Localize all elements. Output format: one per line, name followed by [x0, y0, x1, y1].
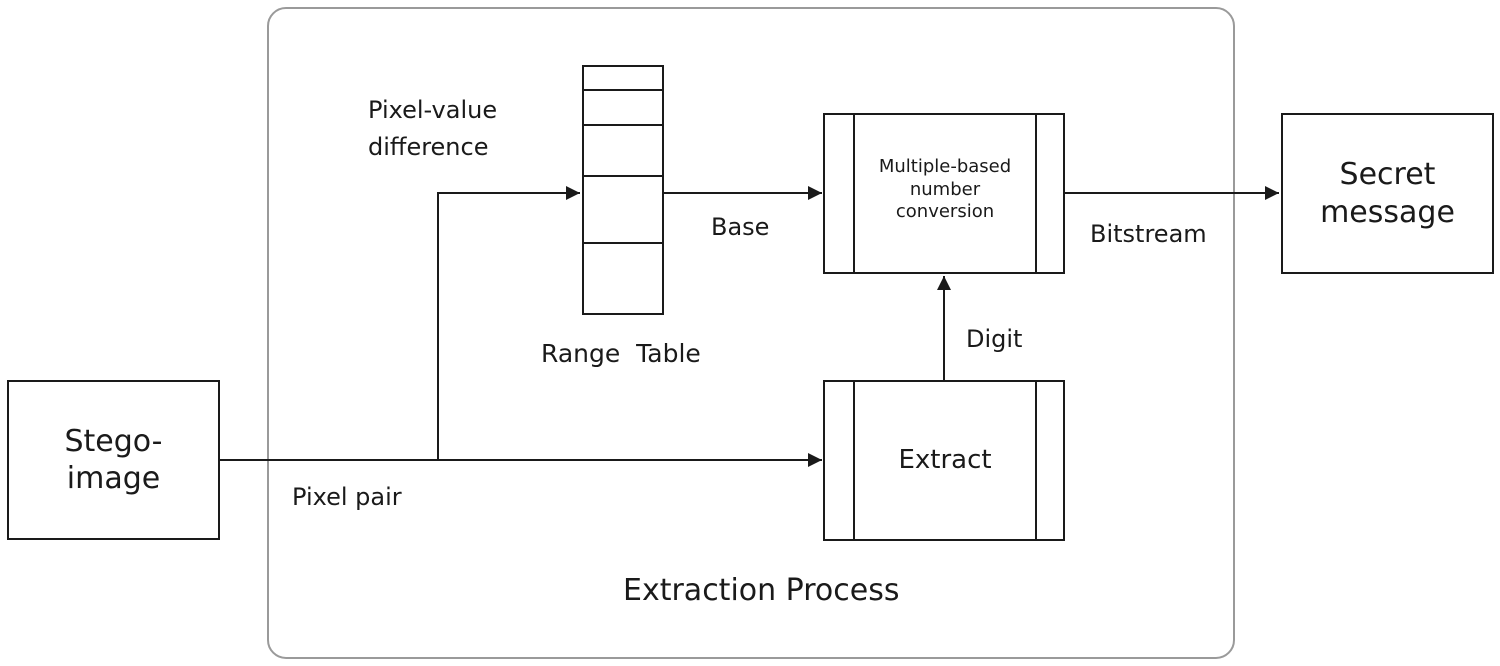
secret-message-line2: message	[1320, 194, 1455, 230]
stego-image-line2: image	[66, 461, 161, 496]
bitstream-label: Bitstream	[1090, 220, 1207, 248]
base-label: Base	[711, 213, 770, 241]
conversion-line2: number	[909, 178, 981, 200]
range-table-label: Range Table	[541, 339, 701, 368]
secret-message-label: Secret message	[1282, 114, 1493, 273]
stego-image-box	[7, 380, 220, 540]
conversion-line3: conversion	[895, 201, 995, 223]
secret-message-box	[1281, 113, 1494, 274]
range-table	[582, 65, 664, 315]
extract-label: Extract	[898, 445, 992, 476]
pixel-value-difference-arrow	[437, 186, 580, 460]
pixel-value-difference-line1: Pixel-value	[368, 96, 498, 124]
pixel-pair-label: Pixel pair	[292, 483, 402, 511]
pixel-value-difference-line2: difference	[368, 133, 489, 162]
conversion-line1: Multiple-based	[878, 156, 1012, 178]
conversion-process-box	[823, 113, 1065, 274]
extraction-process-label: Extraction Process	[623, 573, 900, 608]
extraction-process-container	[267, 7, 1235, 659]
stego-image-label: Stego- image	[8, 381, 219, 539]
digit-label: Digit	[966, 325, 1023, 353]
stego-image-line1: Stego-	[64, 423, 163, 459]
extract-process-box	[823, 380, 1065, 541]
pixel-value-difference-label: Pixel-value difference	[368, 92, 497, 166]
conversion-label: Multiple-based number conversion	[854, 140, 1036, 240]
secret-message-line1: Secret	[1339, 157, 1436, 192]
